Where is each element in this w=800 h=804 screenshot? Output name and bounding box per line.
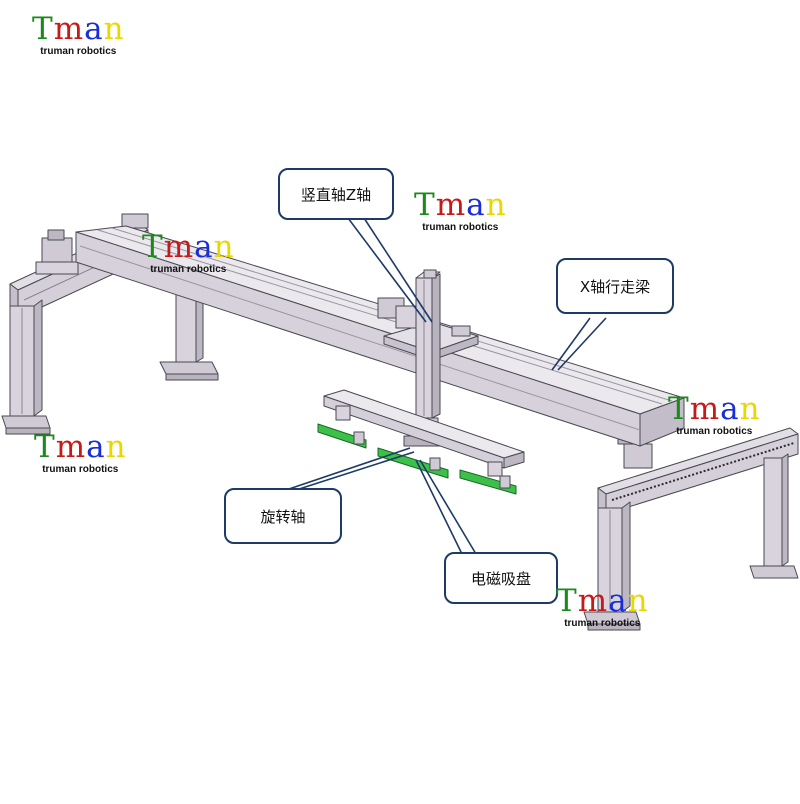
left-drive-motor [35,213,149,275]
tman-logo: Tman truman robotics [32,14,125,57]
end-effector-beam [323,389,525,477]
leader-lines [285,217,607,555]
rear-left-leg [159,283,219,381]
leader-rotation-2 [295,451,415,491]
tman-watermark: Tman truman robotics [668,391,761,437]
leader-chuck-2 [419,459,477,555]
callout-magnetic-chuck: 电磁吸盘 [444,552,558,604]
leader-z-axis-2 [363,217,433,323]
callout-magnetic-chuck-text: 电磁吸盘 [470,569,531,588]
rear-right-leg [749,453,799,579]
callout-rotation-axis: 旋转轴 [224,488,342,544]
tman-logo-tagline: truman robotics [40,46,117,57]
front-left-leg [1,299,51,435]
leader-rotation [285,447,411,491]
tman-watermark: Tman truman robotics [142,229,235,275]
magnetic-chucks [317,423,517,495]
callout-x-beam-text: X轴行走梁 [579,277,651,296]
leader-x-beam [551,317,591,371]
leader-z-axis [347,217,427,323]
callout-x-beam: X轴行走梁 [556,258,674,314]
callout-rotation-axis-text: 旋转轴 [260,507,306,526]
callout-z-axis: 竖直轴Z轴 [278,168,394,220]
tman-logo-word: Tman [32,11,125,47]
leader-chuck [415,459,463,555]
tman-watermark: Tman truman robotics [556,583,649,629]
tman-watermark: Tman truman robotics [34,429,127,475]
front-right-leg [583,501,641,631]
z-axis-mast [415,269,441,419]
tman-watermark: Tman truman robotics [414,187,507,233]
right-end-truck [597,427,799,515]
callout-z-axis-text: 竖直轴Z轴 [300,185,372,204]
leader-x-beam-2 [557,317,607,371]
